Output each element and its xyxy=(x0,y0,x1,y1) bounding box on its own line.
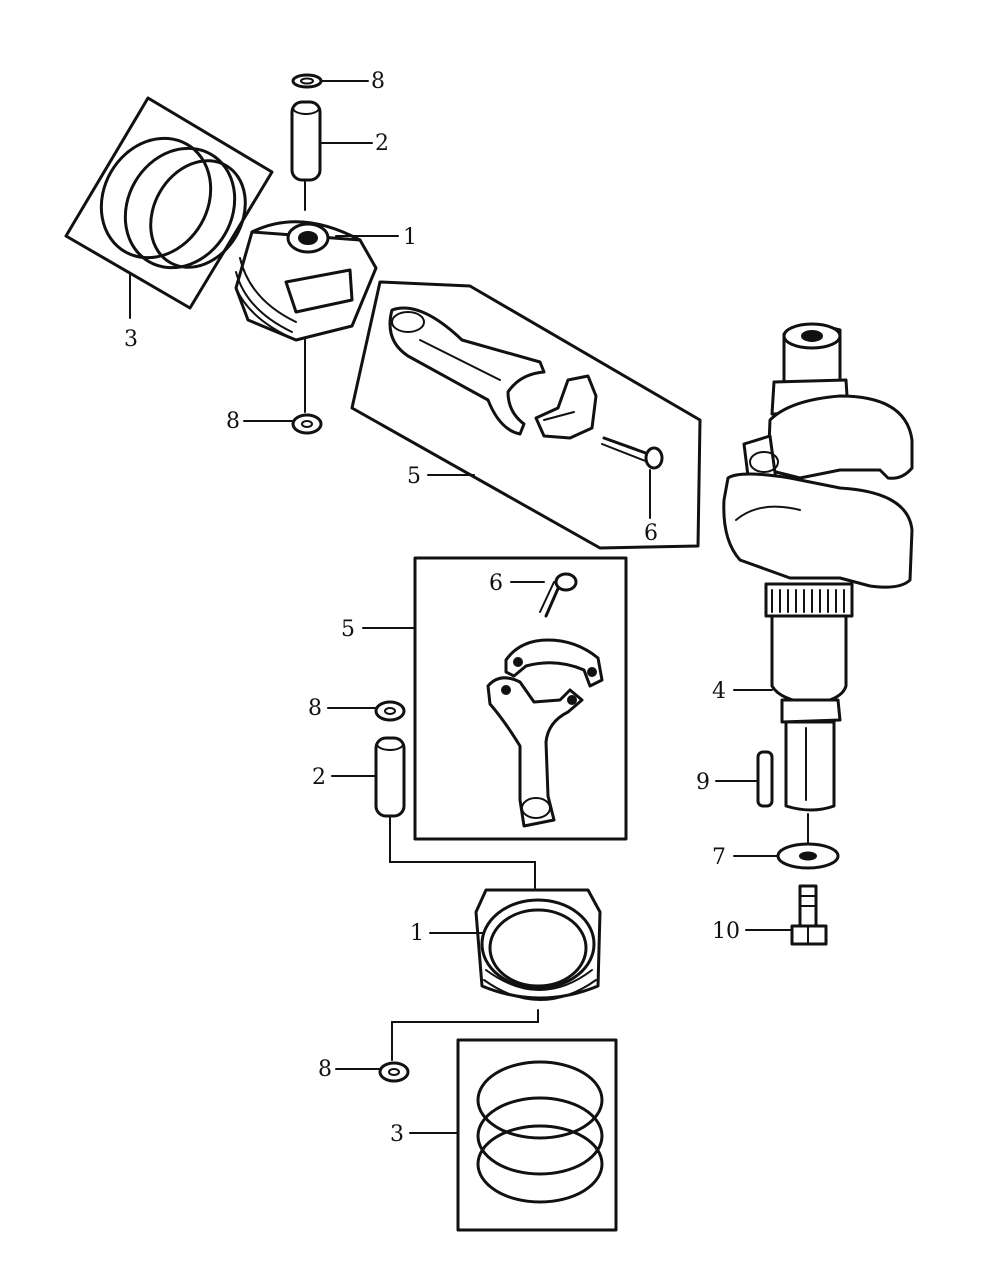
piston-low xyxy=(474,888,602,1001)
callout-8-low: 8 xyxy=(308,696,322,721)
connecting-rod-box-top xyxy=(350,280,702,550)
callout-9: 9 xyxy=(696,770,710,795)
callout-5-low: 5 xyxy=(341,617,355,642)
callout-6-low: 6 xyxy=(489,571,503,596)
callout-2-low: 2 xyxy=(312,765,326,790)
flange-bolt xyxy=(790,884,828,946)
callout-3-bot: 3 xyxy=(390,1122,404,1147)
callout-8-mid: 8 xyxy=(226,409,240,434)
circlip-top xyxy=(291,73,323,89)
callout-8-bot: 8 xyxy=(318,1057,332,1082)
circlip-mid xyxy=(291,413,323,435)
callout-4: 4 xyxy=(712,679,726,704)
circlip-low xyxy=(374,700,406,722)
washer xyxy=(776,842,840,870)
callout-2-top: 2 xyxy=(375,131,389,156)
callout-3-top: 3 xyxy=(124,327,138,352)
callout-10: 10 xyxy=(712,919,740,944)
callout-1-low: 1 xyxy=(410,921,424,946)
circlip-bottom xyxy=(378,1061,410,1083)
crankshaft xyxy=(722,322,914,812)
callout-6-top: 6 xyxy=(644,521,658,546)
piston-pin-top xyxy=(290,100,322,182)
center-line xyxy=(389,815,536,889)
piston-rings-box-top xyxy=(64,96,274,310)
callout-7: 7 xyxy=(712,845,726,870)
woodruff-key xyxy=(756,750,774,808)
connecting-rod-box-low xyxy=(413,556,628,841)
callout-8-top: 8 xyxy=(371,69,385,94)
piston-top xyxy=(234,220,378,342)
piston-rings-box-low xyxy=(456,1038,618,1232)
callout-5-top: 5 xyxy=(407,464,421,489)
center-line xyxy=(391,1009,539,1061)
piston-pin-low xyxy=(374,736,406,818)
callout-1-top: 1 xyxy=(403,225,417,250)
